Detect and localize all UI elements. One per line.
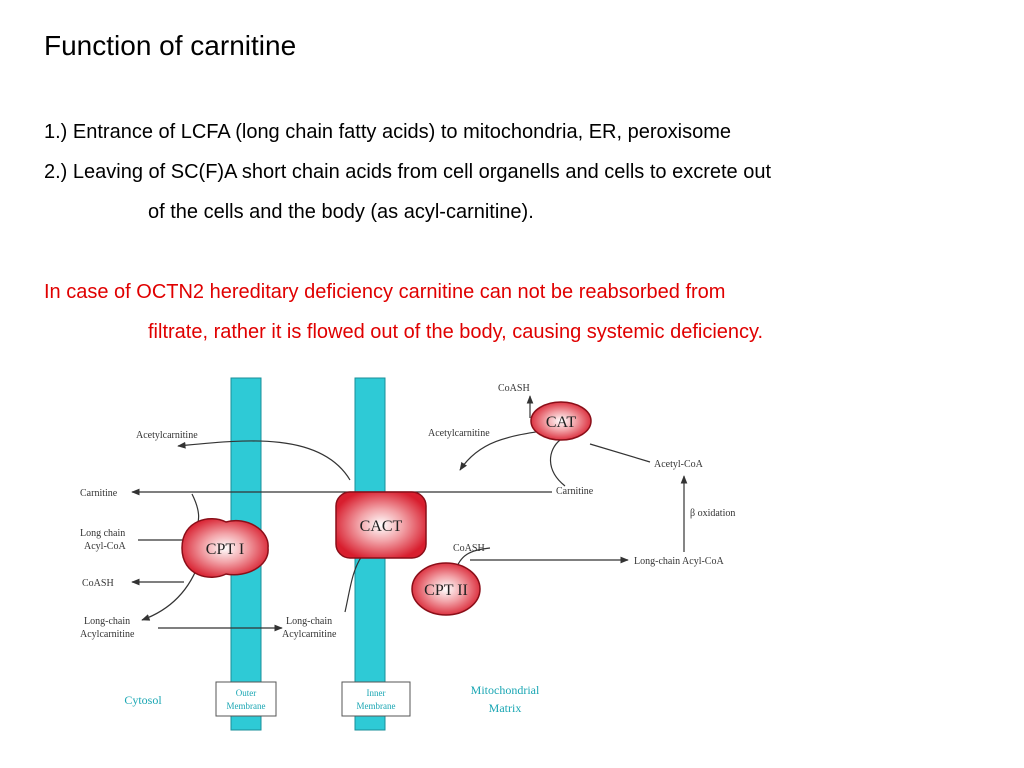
- point-2-line-1: 2.) Leaving of SC(F)A short chain acids …: [44, 161, 772, 183]
- middle-lc-acylcarnitine-label-1: Long-chain: [286, 616, 332, 627]
- left-lc-acylcarnitine-label-2: Acylcarnitine: [80, 629, 135, 640]
- point-1: 1.) Entrance of LCFA (long chain fatty a…: [44, 112, 1004, 152]
- cact-enzyme: CACT: [335, 491, 427, 559]
- cpt2-label: CPT II: [424, 582, 468, 599]
- outer-membrane-label-1: Outer: [236, 688, 257, 698]
- acetylcoa-to-cat: [589, 443, 651, 463]
- cpt1-label: CPT I: [206, 541, 244, 558]
- beta-oxidation-label: β oxidation: [690, 508, 735, 519]
- carnitine-to-cat: [549, 439, 566, 487]
- octn2-note-line-2: filtrate, rather it is flowed out of the…: [148, 321, 764, 343]
- right-carnitine-label: Carnitine: [556, 486, 594, 497]
- left-lc-acylcoa-label-1: Long chain: [80, 528, 125, 539]
- point-2: 2.) Leaving of SC(F)A short chain acids …: [44, 152, 1004, 232]
- octn2-note-line-1: In case of OCTN2 hereditary deficiency c…: [44, 281, 726, 303]
- inner-membrane-label-1: Inner: [367, 688, 386, 698]
- left-coash-label: CoASH: [82, 578, 114, 589]
- matrix-label-1: Mitochondrial: [471, 683, 540, 697]
- left-acetylcarnitine-label: Acetylcarnitine: [136, 430, 198, 441]
- middle-lc-acylcarnitine-label-2: Acylcarnitine: [282, 629, 337, 640]
- matrix-label-2: Matrix: [489, 701, 522, 715]
- cat-enzyme: CAT: [530, 401, 592, 441]
- cact-label: CACT: [360, 518, 403, 535]
- left-lc-acylcoa-label-2: Acyl-CoA: [84, 541, 126, 552]
- right-acetylcoa-label: Acetyl-CoA: [654, 459, 704, 470]
- cytosol-label: Cytosol: [124, 693, 162, 707]
- middle-acetylcarnitine-label: Acetylcarnitine: [428, 428, 490, 439]
- slide-title: Function of carnitine: [44, 30, 297, 61]
- cpt1-enzyme: CPT I: [181, 518, 269, 578]
- right-lc-acylcoa-label: Long-chain Acyl-CoA: [634, 556, 724, 567]
- octn2-note: In case of OCTN2 hereditary deficiency c…: [44, 272, 1004, 352]
- outer-membrane-box: [215, 681, 277, 717]
- outer-membrane-label-2: Membrane: [227, 701, 266, 711]
- inner-membrane-label-2: Membrane: [357, 701, 396, 711]
- acylcarnitine-to-cact: [344, 555, 363, 613]
- right-coash-top-label: CoASH: [498, 383, 530, 394]
- point-1-text: 1.) Entrance of LCFA (long chain fatty a…: [44, 121, 731, 143]
- cat-label: CAT: [546, 414, 576, 431]
- acetylcarnitine-out-arrow: [177, 440, 351, 481]
- cpt2-enzyme: CPT II: [411, 562, 481, 616]
- point-2-line-2: of the cells and the body (as acyl-carni…: [148, 201, 534, 223]
- left-lc-acylcarnitine-label-1: Long-chain: [84, 616, 130, 627]
- left-carnitine-label: Carnitine: [80, 488, 118, 499]
- inner-membrane-box: [341, 681, 411, 717]
- right-coash-mid-label: CoASH: [453, 543, 485, 554]
